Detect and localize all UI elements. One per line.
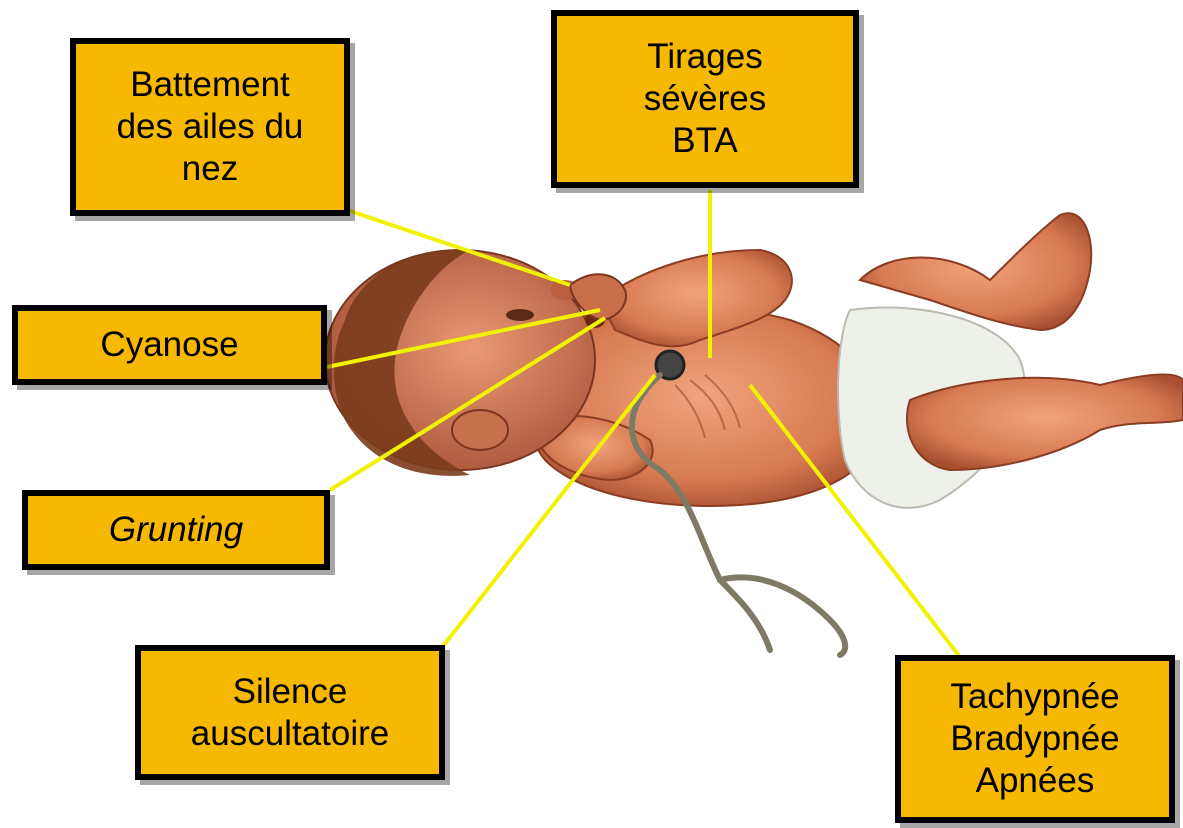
- label-retractions: Tirages sévères BTA: [551, 10, 859, 188]
- label-breathing-rate: Tachypnée Bradypnée Apnées: [895, 655, 1175, 823]
- leader-line-auscultatory-silence: [440, 375, 655, 650]
- label-grunting: Grunting: [22, 490, 330, 570]
- leader-line-breathing-rate: [750, 385, 970, 670]
- leader-line-grunting: [330, 318, 605, 490]
- label-cyanosis: Cyanose: [12, 305, 327, 385]
- label-auscultatory-silence: Silence auscultatoire: [135, 645, 445, 780]
- leader-line-cyanosis: [327, 310, 600, 367]
- leader-line-nasal-flaring: [347, 210, 570, 285]
- label-nasal-flaring: Battement des ailes du nez: [70, 38, 350, 216]
